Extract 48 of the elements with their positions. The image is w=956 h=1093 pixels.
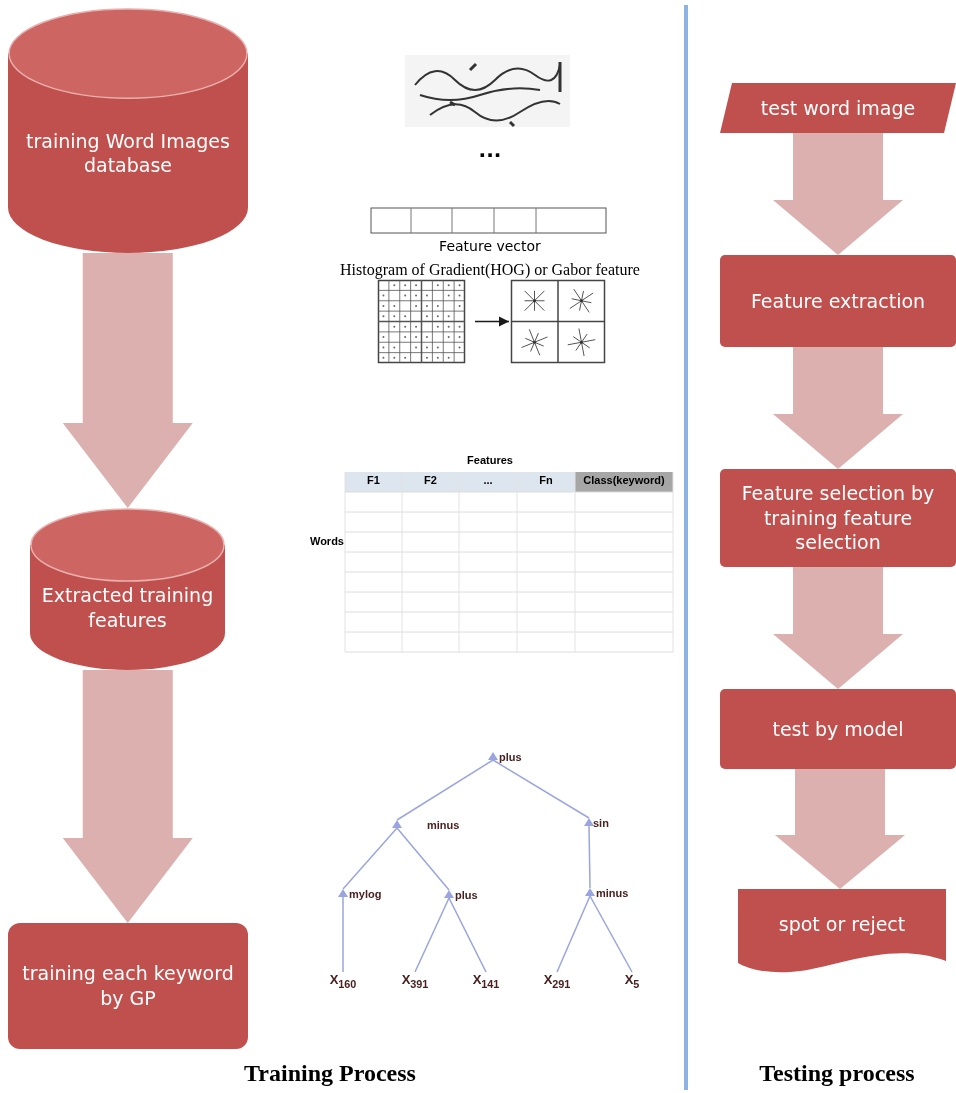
row-header: Words <box>308 535 344 549</box>
tree-branch-line <box>448 897 487 973</box>
tree-leaf: X$_{5}$ <box>622 972 642 988</box>
tree-node: minus <box>392 820 472 834</box>
tree-leaf: X$_{391}$ <box>400 972 430 988</box>
tree-node: plus <box>444 890 489 904</box>
gradient-grid-drawing <box>378 280 465 363</box>
document-shape: spot or reject <box>738 889 946 975</box>
tree-leaf: X$_{141}$ <box>471 972 501 988</box>
caption: Histogram of Gradient(HOG) or Gabor feature <box>339 261 641 281</box>
block-arrow <box>773 133 903 255</box>
process-box: training each keyword by GP <box>8 923 248 1049</box>
column-header: Features <box>466 454 514 468</box>
tree-node: minus <box>585 888 635 902</box>
section-title: Training Process <box>243 1060 417 1088</box>
process-box: test by model <box>720 689 956 769</box>
tree-branch-line <box>396 827 450 891</box>
histogram-cells-drawing <box>511 280 605 363</box>
tree-node: plus <box>488 752 528 766</box>
tree-branch-line <box>414 897 450 973</box>
process-box: Feature selection by training feature selection <box>720 469 956 567</box>
process-box: Feature extraction <box>720 255 956 347</box>
column-header: ... <box>482 474 494 488</box>
caption: Feature vector <box>438 238 542 256</box>
section-title: Testing process <box>758 1060 916 1088</box>
arrow <box>474 316 510 327</box>
tree-branch-line <box>556 895 591 973</box>
block-arrow <box>773 567 903 689</box>
tree-branch-line <box>342 827 398 890</box>
tree-branch-line <box>492 759 590 819</box>
block-arrow <box>62 670 193 923</box>
column-header: F1 <box>366 474 381 488</box>
tree-branch-line <box>342 896 344 973</box>
block-arrow <box>773 347 903 469</box>
ellipsis: ... <box>477 138 503 162</box>
column-header: F2 <box>423 474 438 488</box>
input-parallelogram: test word image <box>720 83 956 133</box>
column-header: Class(keyword) <box>582 474 666 488</box>
tree-branch-line <box>396 759 494 821</box>
tree-leaf: X$_{291}$ <box>542 972 572 988</box>
tree-branch-line <box>588 825 591 889</box>
column-header: Fn <box>538 474 554 488</box>
tree-branch-line <box>589 895 633 973</box>
tree-node: sin <box>584 818 614 832</box>
tree-leaf: X$_{160}$ <box>328 972 358 988</box>
block-arrow <box>62 253 193 508</box>
tree-node: mylog <box>338 889 393 903</box>
block-arrow <box>775 769 905 889</box>
